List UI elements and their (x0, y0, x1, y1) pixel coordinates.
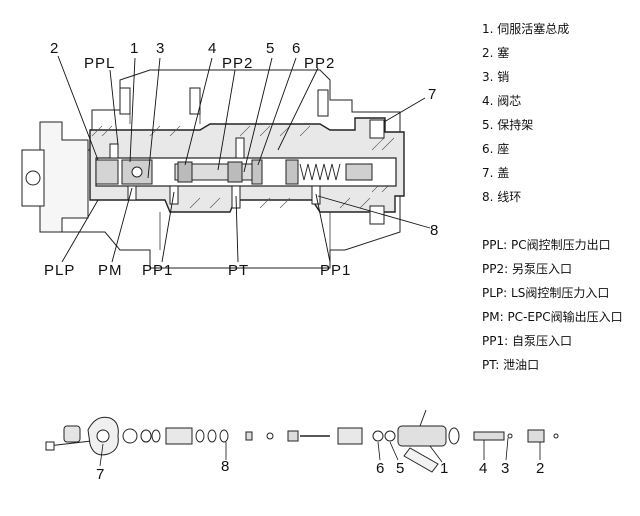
legend-part-1: 1. 伺服活塞总成 (482, 22, 570, 36)
parts-callout-7: 7 (96, 466, 105, 483)
legend-part-3: 3. 销 (482, 70, 510, 84)
callout-pp1-left: PP1 (142, 262, 174, 279)
port-pp2 (235, 137, 245, 159)
callout-pp2-left: PP2 (222, 55, 254, 72)
spool-land-left (177, 161, 193, 183)
parts-callout-5: 5 (396, 460, 405, 477)
callout-plp: PLP (44, 262, 76, 279)
callout-6: 6 (292, 40, 301, 57)
callout-1: 1 (130, 40, 139, 57)
legend-port-pm: PM: PC-EPC阀输出压入口 (482, 310, 623, 324)
spring-right (299, 163, 341, 181)
callout-pp1-right: PP1 (320, 262, 352, 279)
parts-callout-2: 2 (536, 460, 545, 477)
servo-piston-assembly (397, 425, 447, 447)
parts-callout-6: 6 (376, 460, 385, 477)
port-pp1-left (169, 185, 179, 205)
left-plug (95, 159, 119, 185)
bolt-top-mid (189, 87, 201, 115)
parts-callout-3: 3 (501, 460, 510, 477)
spring-part (165, 427, 193, 445)
exploded-parts-row (45, 409, 559, 473)
legend-part-2: 2. 塞 (482, 46, 510, 60)
legend-port-pp2: PP2: 另泵压入口 (482, 262, 572, 276)
callout-8: 8 (430, 222, 439, 239)
parts-callout-4: 4 (479, 460, 488, 477)
left-end-cap (39, 121, 89, 233)
legend-port-plp: PLP: LS阀控制压力入口 (482, 286, 610, 300)
callout-5: 5 (266, 40, 275, 57)
seat (251, 159, 263, 185)
parts-callout-1: 1 (440, 460, 449, 477)
wrench-part (403, 447, 439, 473)
cover-cap (63, 425, 81, 443)
port-ppl (109, 143, 119, 159)
callout-7: 7 (428, 86, 437, 103)
spool-land-right (227, 161, 243, 183)
legend-part-6: 6. 座 (482, 142, 510, 156)
callout-4: 4 (208, 40, 217, 57)
callout-pp2-right: PP2 (304, 55, 336, 72)
callout-pt: PT (228, 262, 250, 279)
legend-part-5: 5. 保持架 (482, 118, 534, 132)
callout-ppl: PPL (84, 55, 116, 72)
legend-port-pt: PT: 泄油口 (482, 358, 540, 372)
callout-pm: PM (98, 262, 123, 279)
callout-2: 2 (50, 40, 59, 57)
callout-3: 3 (156, 40, 165, 57)
legend-part-8: 8. 线环 (482, 190, 522, 204)
port-pm (127, 185, 137, 201)
cover-bolt (369, 119, 385, 139)
legend-part-4: 4. 阀芯 (482, 94, 522, 108)
bolt-top-right (317, 89, 329, 117)
bolt-top-left (119, 87, 131, 115)
legend-part-7: 7. 盖 (482, 166, 510, 180)
legend-port-pp1: PP1: 自泵压入口 (482, 334, 572, 348)
right-plug (345, 163, 373, 181)
legend-port-ppl: PPL: PC阀控制压力出口 (482, 238, 611, 252)
retainer (285, 159, 299, 185)
parts-callout-8: 8 (221, 458, 230, 475)
